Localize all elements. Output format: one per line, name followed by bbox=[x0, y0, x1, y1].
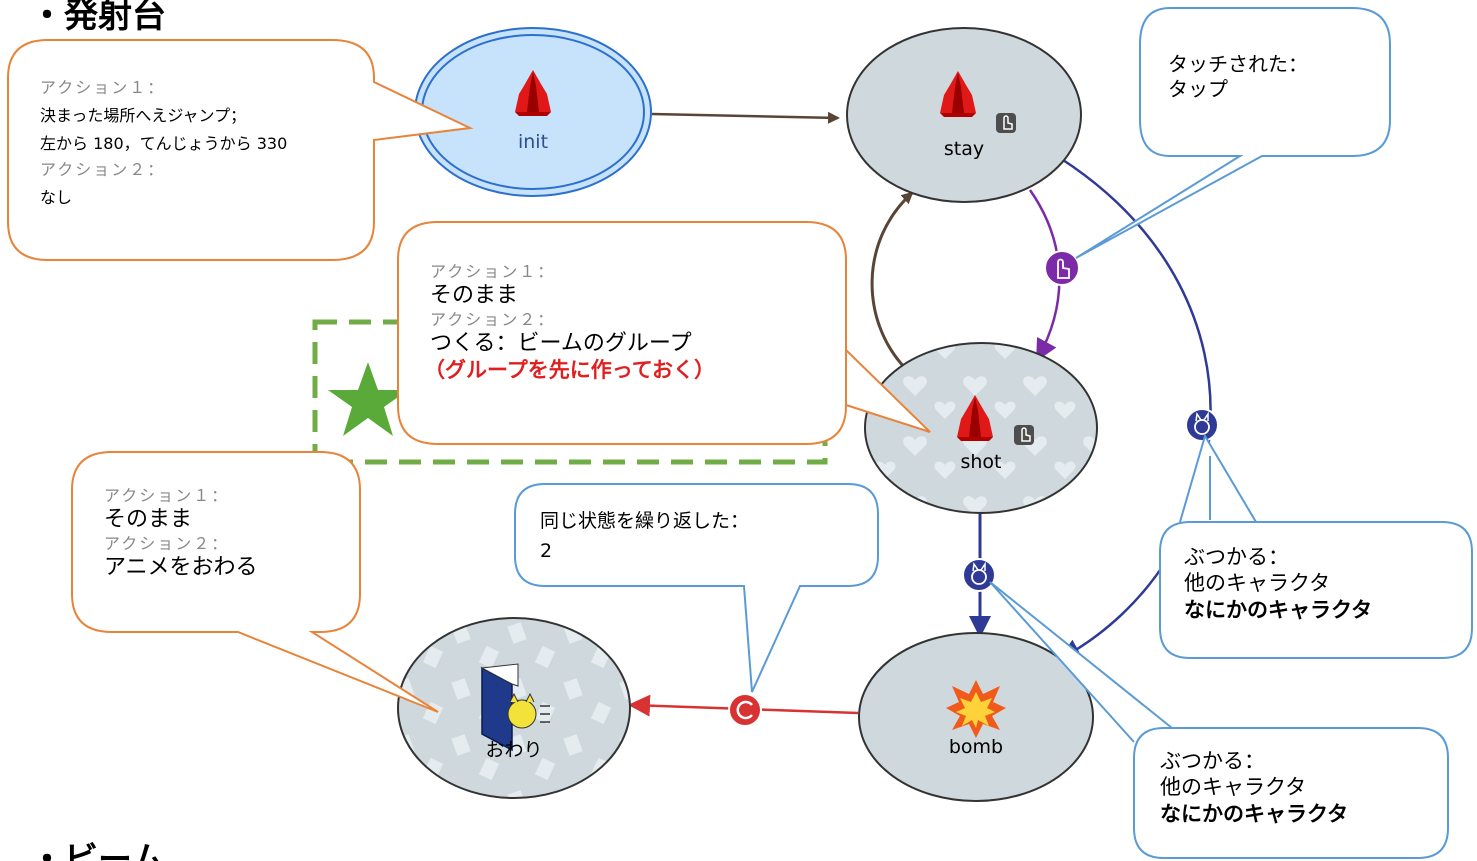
exit-door-icon bbox=[480, 663, 550, 752]
callout-tapped: タッチされた： タップ bbox=[1168, 52, 1308, 102]
action1-value: 決まった場所へえジャンプ； bbox=[40, 106, 247, 125]
trigger-value: 2 bbox=[540, 539, 553, 562]
trigger-value: タップ bbox=[1168, 77, 1228, 101]
callout-shot-actions: アクション１： そのまま アクション２： つくる：ビームのグループ （グループを… bbox=[424, 262, 715, 383]
star-icon bbox=[328, 362, 408, 436]
action1-value: 左から 180，てんじょうから 330 bbox=[40, 134, 288, 153]
trigger-target: 他のキャラクタ bbox=[1160, 775, 1307, 800]
action1-value: そのまま bbox=[430, 283, 519, 308]
trigger-label: ぶつかる： bbox=[1184, 545, 1289, 569]
tap-badge-icon bbox=[1013, 424, 1035, 446]
node-end-label: おわり bbox=[485, 739, 543, 761]
callout-end-actions-shape bbox=[71, 451, 439, 713]
action1-label: アクション１： bbox=[430, 262, 556, 281]
callout-tapped-shape bbox=[1075, 7, 1391, 259]
action2-label: アクション２： bbox=[40, 160, 166, 179]
action1-label: アクション１： bbox=[104, 486, 230, 505]
node-stay-label: stay bbox=[943, 138, 985, 160]
tap-trigger-icon bbox=[1044, 250, 1080, 286]
callout-init-actions: アクション１： 決まった場所へえジャンプ； 左から 180，てんじょうから 33… bbox=[40, 78, 287, 208]
node-shot bbox=[864, 342, 1098, 514]
action2-label: アクション２： bbox=[430, 309, 556, 329]
trigger-target: 他のキャラクタ bbox=[1184, 571, 1331, 596]
callout-shot-actions-shape bbox=[397, 221, 931, 445]
action2-note: （グループを先に作っておく） bbox=[424, 358, 716, 382]
action2-label: アクション２： bbox=[104, 533, 230, 553]
trigger-value: なにかのキャラクタ bbox=[1184, 597, 1373, 622]
node-shot-label: shot bbox=[960, 451, 1002, 473]
callout-collide-right: ぶつかる： 他のキャラクタ なにかのキャラクタ bbox=[1184, 544, 1372, 623]
action1-label: アクション１： bbox=[40, 78, 166, 97]
heading-beam: ・ビーム bbox=[30, 840, 165, 861]
callout-collide-bottom: ぶつかる： 他のキャラクタ なにかのキャラクタ bbox=[1160, 748, 1348, 827]
trigger-label: 同じ状態を繰り返した： bbox=[540, 510, 750, 532]
collide-trigger-icon bbox=[962, 558, 996, 592]
repeat-trigger-icon bbox=[728, 693, 762, 727]
node-end bbox=[397, 617, 631, 799]
node-init-label: init bbox=[517, 131, 549, 153]
node-init bbox=[414, 27, 652, 197]
action2-value: つくる：ビームのグループ bbox=[430, 330, 692, 356]
callout-end-actions: アクション１： そのまま アクション２： アニメをおわる bbox=[104, 486, 258, 581]
action2-value: アニメをおわる bbox=[104, 554, 258, 580]
edge-init-to-stay bbox=[651, 111, 840, 124]
node-bomb-label: bomb bbox=[948, 736, 1004, 758]
action1-value: そのまま bbox=[104, 507, 193, 532]
callout-repeat-shape bbox=[514, 483, 879, 693]
explosion-icon bbox=[946, 680, 1006, 738]
trigger-label: タッチされた： bbox=[1168, 52, 1308, 76]
tap-badge-icon bbox=[995, 112, 1017, 134]
trigger-label: ぶつかる： bbox=[1160, 749, 1265, 773]
callout-collide-bottom-shape bbox=[989, 581, 1449, 859]
collide-trigger-icon bbox=[1185, 408, 1219, 442]
node-stay bbox=[846, 27, 1082, 203]
callout-repeat: 同じ状態を繰り返した： 2 bbox=[540, 510, 749, 564]
callout-init-actions-shape bbox=[7, 39, 474, 261]
trigger-value: なにかのキャラクタ bbox=[1160, 801, 1349, 826]
heading-launcher: ・発射台 bbox=[30, 0, 166, 36]
action2-value: なし bbox=[40, 188, 73, 207]
node-bomb bbox=[858, 632, 1094, 802]
callout-collide-right-shape bbox=[1159, 433, 1473, 659]
edge-shot-to-stay bbox=[870, 191, 914, 370]
